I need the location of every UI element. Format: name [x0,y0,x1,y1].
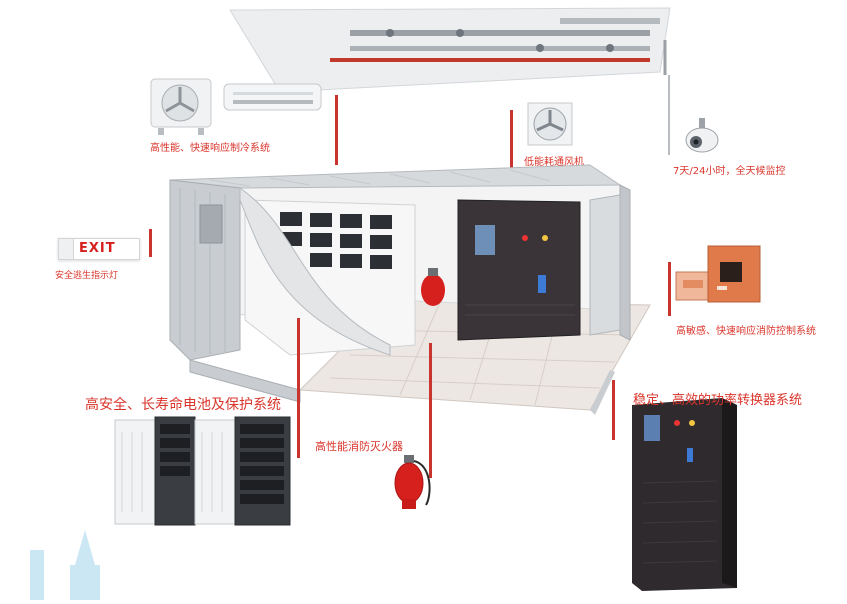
exit-sign-text: EXIT [79,241,116,256]
security-camera-icon [685,118,719,153]
extinguisher-label: 高性能消防灭火器 [315,440,403,453]
city-silhouette-watermark [30,530,100,600]
battery-callout-line [297,318,300,458]
energy-storage-container [169,164,651,415]
monitoring-callout-line [668,75,670,155]
cooling-callout-line [335,95,338,165]
exit-callout-line [149,229,152,257]
ceiling-pipes-icon [229,7,671,93]
fire-control-callout-line [668,262,671,316]
fire-control-label: 高敏感、快速响应消防控制系统 [676,326,816,337]
ventilation-label: 低能耗通风机 [524,157,584,168]
pcs-label: 稳定、高效的功率转换器系统 [633,393,803,408]
pcs-cabinet-icon [632,398,737,591]
exit-sign-icon: EXIT [58,238,140,260]
air-conditioner-outdoor-unit-icon [150,78,212,135]
extinguisher-callout-line [429,343,432,478]
battery-cabinet-icon [114,416,291,526]
ventilation-callout-line [510,110,513,190]
battery-label: 高安全、长寿命电池及保护系统 [85,397,281,413]
pcs-callout-line [612,380,615,440]
exit-light-label: 安全逃生指示灯 [55,271,119,281]
fire-extinguisher-icon [394,455,431,509]
fire-control-panel-icon [675,245,761,303]
monitoring-label: 7天/24小时，全天候监控 [673,166,786,177]
exhaust-fan-icon [527,102,573,146]
cooling-label: 高性能、快速响应制冷系统 [150,143,270,154]
split-ac-indoor-unit-icon [223,83,322,111]
